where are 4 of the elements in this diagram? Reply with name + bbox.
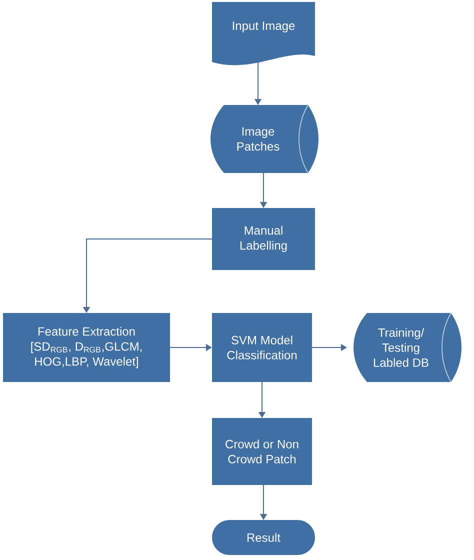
process-box: Manual Labelling — [212, 208, 315, 270]
process-box: Feature Extraction [SD$_{RGB}$, D$_{RGB}$,GLCM, HOG,LBP, Wavelet] — [3, 313, 170, 382]
process-box: SVM Model Classification — [212, 313, 312, 382]
process-box: Crowd or Non Crowd Patch — [212, 418, 312, 485]
